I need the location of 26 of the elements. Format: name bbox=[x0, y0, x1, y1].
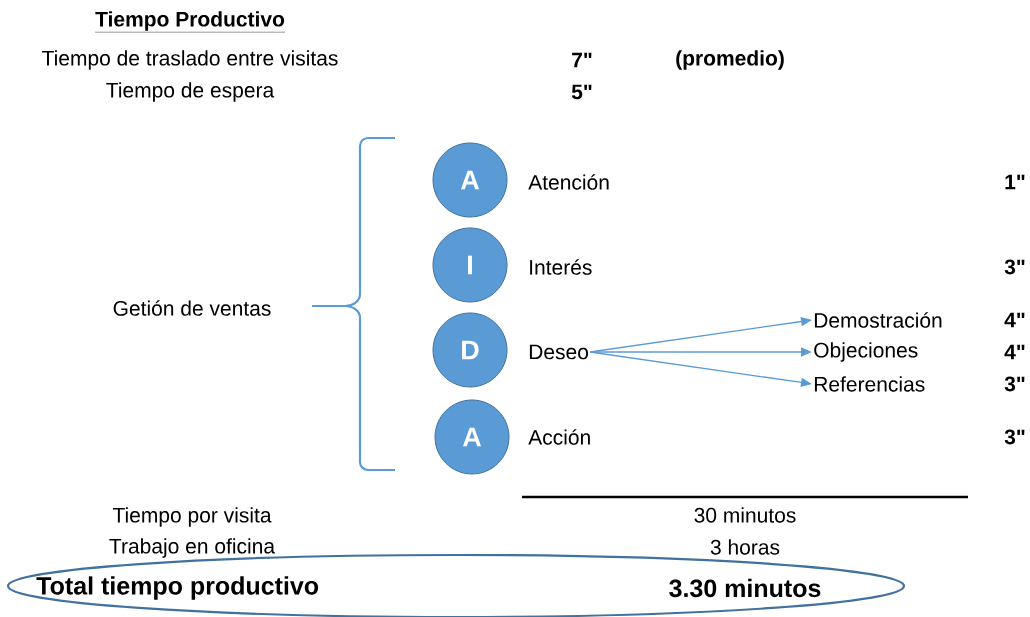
time-value: 3" bbox=[1004, 376, 1025, 392]
step-label: Referencias bbox=[814, 376, 925, 392]
time-value: 5" bbox=[571, 84, 592, 100]
time-value: 7" bbox=[572, 52, 592, 68]
row-label: Tiempo por visita bbox=[112, 507, 272, 527]
total-text: Total tiempo productivo bbox=[36, 576, 319, 600]
time-value: 3" bbox=[1004, 429, 1025, 445]
total-text: 3.30 minutos bbox=[669, 578, 821, 598]
row-label: Getión de ventas bbox=[113, 300, 271, 316]
step-label: Deseo bbox=[529, 344, 588, 360]
time-value: 4" bbox=[1004, 344, 1025, 360]
time-value: 3" bbox=[1004, 259, 1025, 275]
row-label: Atención bbox=[528, 174, 609, 190]
row-label: Tiempo de traslado entre visitas bbox=[42, 50, 338, 70]
row-label: 30 minutos bbox=[694, 507, 796, 523]
time-value: (promedio) bbox=[676, 50, 784, 70]
step-label: Objeciones bbox=[814, 342, 918, 362]
step-label: Demostración bbox=[814, 312, 942, 328]
row-label: Acción bbox=[528, 429, 590, 445]
row-label: 3 horas bbox=[710, 539, 780, 555]
time-value: 1" bbox=[1005, 174, 1025, 190]
row-label: Interés bbox=[530, 259, 592, 275]
row-label: Tiempo de espera bbox=[106, 82, 275, 102]
heading: Tiempo Productivo bbox=[94, 11, 286, 33]
row-label: Trabajo en oficina bbox=[109, 538, 276, 558]
time-value: 4" bbox=[1004, 312, 1025, 328]
